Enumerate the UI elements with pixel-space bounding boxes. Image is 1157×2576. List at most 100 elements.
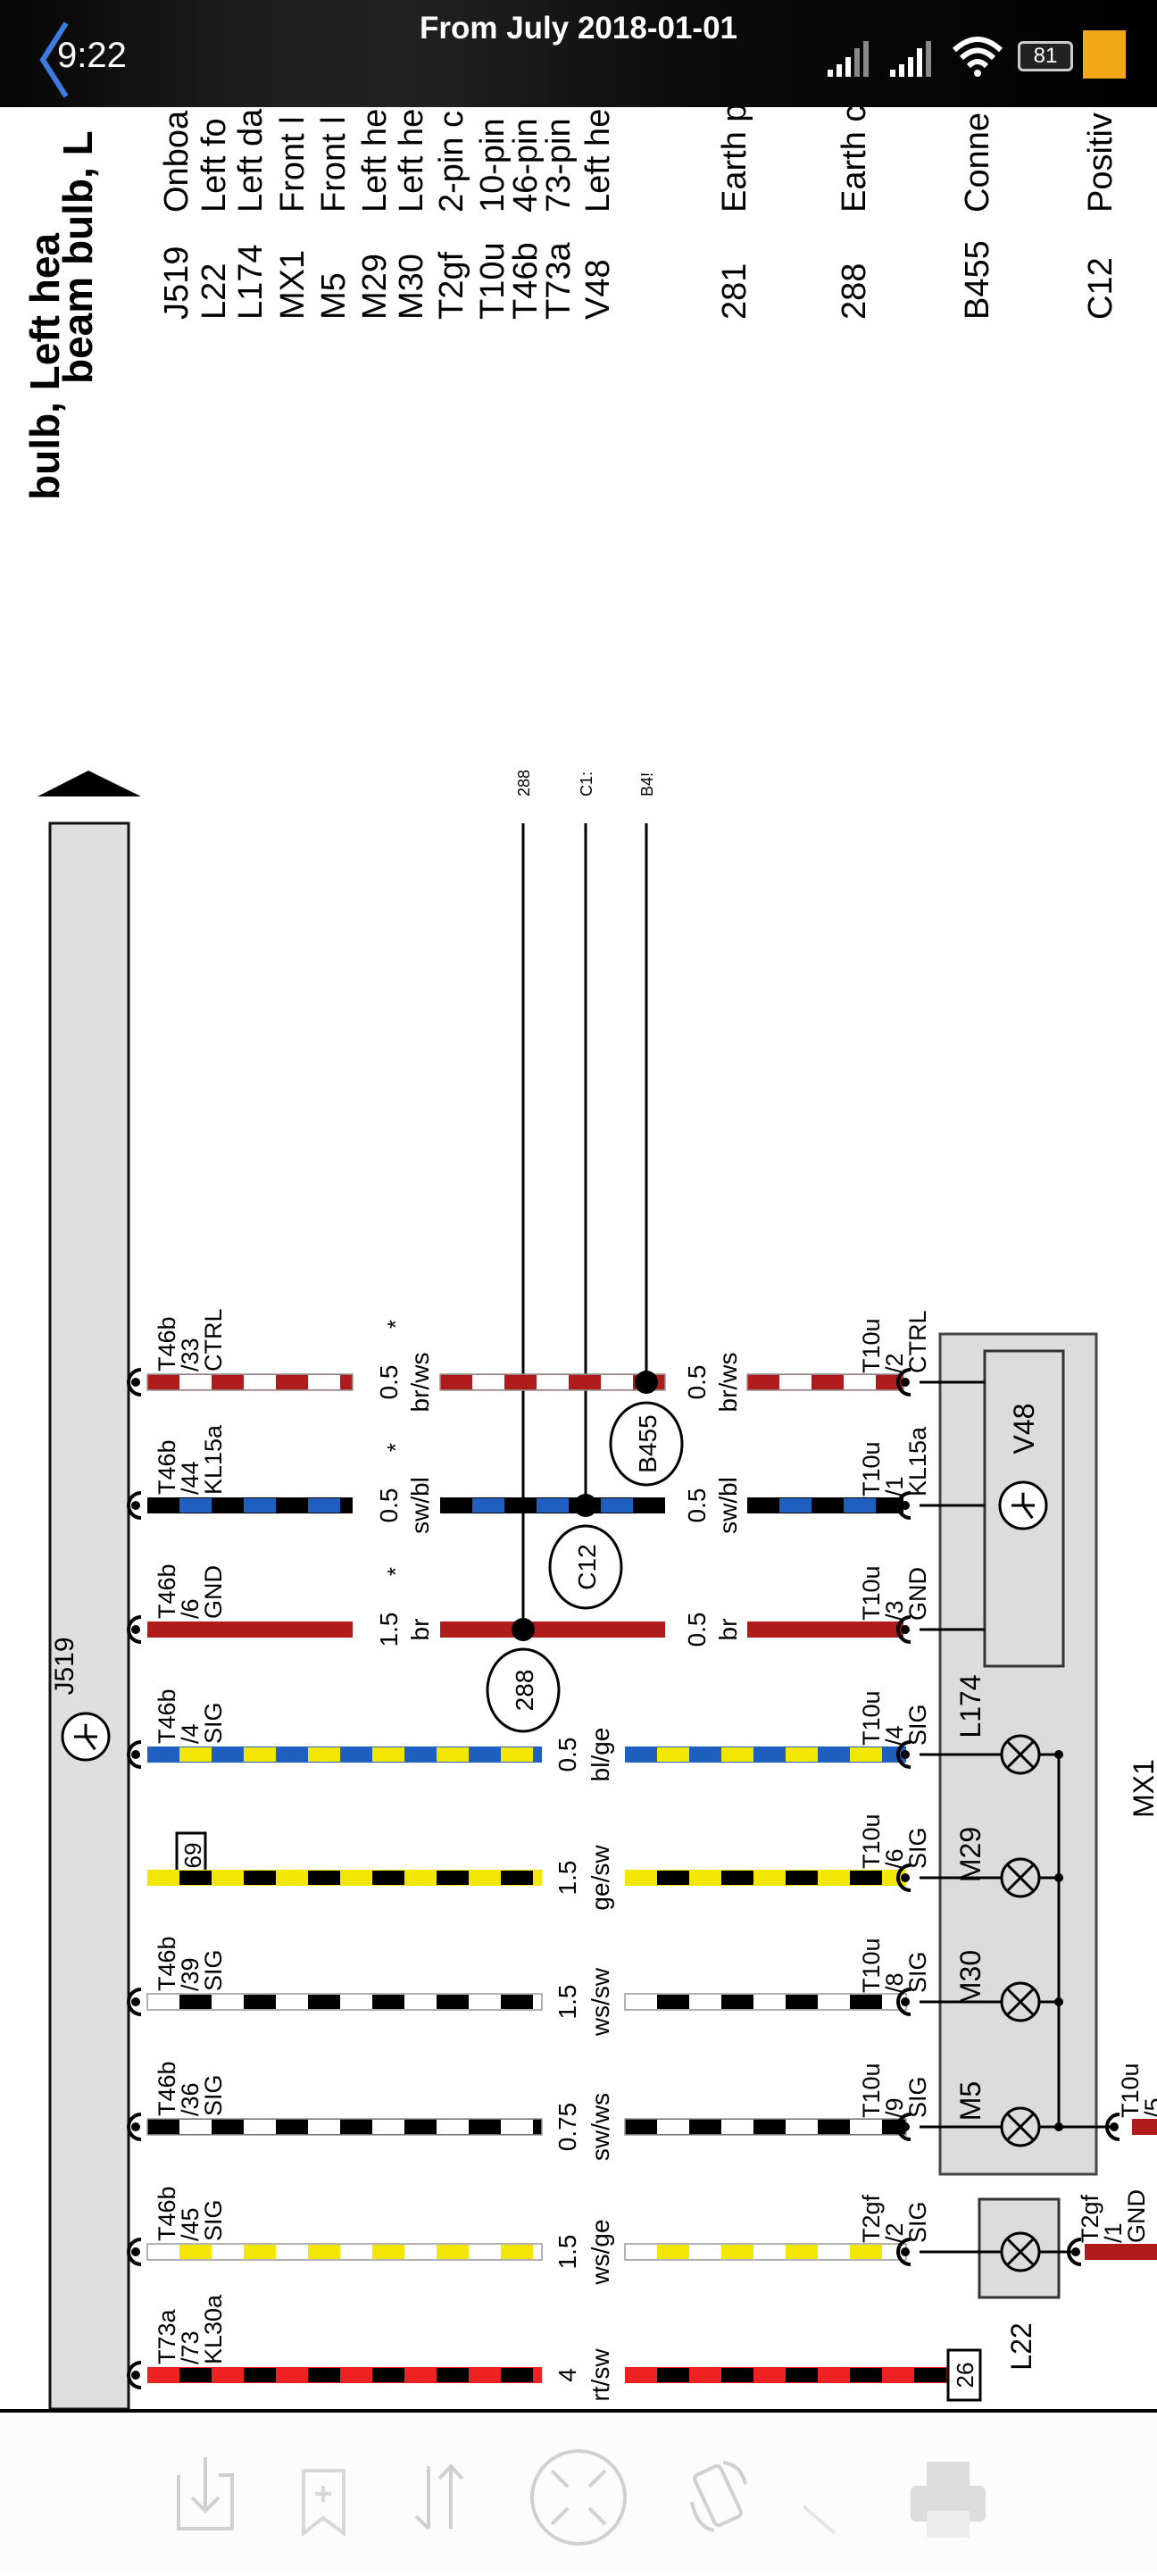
arc: [896, 2113, 911, 2141]
print-icon[interactable]: [911, 2462, 986, 2538]
junction-dot: [574, 1494, 597, 1517]
node-C12-circle: [548, 1524, 623, 1610]
pin: [1071, 2247, 1080, 2256]
arc: [127, 2238, 142, 2266]
node-B455-circle: [609, 1401, 684, 1487]
pin: [901, 1501, 910, 1510]
fullscreen-icon[interactable]: [530, 2449, 627, 2546]
right-connector-label: T10u: [858, 1565, 885, 1621]
right-connector-label: /1: [881, 1476, 908, 1496]
wire-color-label: br: [406, 1619, 434, 1641]
left-connector-label: T46b: [154, 1688, 180, 1744]
arc: [127, 2361, 142, 2389]
signal-icon: [828, 41, 869, 77]
wire-color-label: br/ws: [714, 1353, 742, 1413]
right-connector-label: KL15a: [904, 1426, 931, 1496]
bottom-toolbar: [0, 2409, 1157, 2572]
wire-base: [440, 1621, 665, 1638]
left-connector-label: T46b: [154, 2061, 180, 2116]
ground-wire: [1085, 2244, 1157, 2260]
rotate-icon[interactable]: [690, 2461, 747, 2532]
sort-icon[interactable]: [414, 2463, 464, 2530]
legend-code: MX1: [274, 250, 312, 320]
legend-code: M29: [356, 254, 394, 320]
clock: 9:22: [57, 36, 127, 75]
wire-size-label: 0.5: [683, 1365, 711, 1400]
arc: [1067, 2238, 1082, 2266]
wire-segment: [147, 1747, 542, 1763]
legend-code: B455: [959, 240, 996, 320]
left-connector-pin: [127, 2238, 142, 2266]
ground-connector-label: /5: [1140, 2097, 1157, 2118]
branch-label: B4!: [638, 772, 656, 796]
bookmark-icon[interactable]: [302, 2469, 345, 2538]
arc: [127, 1615, 142, 1644]
left-connector-label: T46b: [154, 1439, 180, 1495]
x: [1005, 1987, 1036, 2017]
wire-segment: [440, 1497, 665, 1513]
wire-segment: [146, 1993, 543, 2011]
pin: [901, 1997, 910, 2006]
battery-level: 81: [1033, 44, 1058, 68]
wire-segment: [147, 2367, 542, 2383]
transistor-lines: [74, 1723, 97, 1751]
battery-icon: 81: [1018, 41, 1073, 71]
asterisk: *: [382, 1443, 409, 1452]
wire-color-label: br/ws: [406, 1353, 434, 1413]
wire-segment: [439, 1373, 666, 1391]
left-connector-label: T46b: [154, 2186, 180, 2241]
pin: [901, 1625, 910, 1634]
wire-color-label: sw/bl: [714, 1477, 742, 1534]
right-connector-label: T10u: [858, 1318, 885, 1373]
signal-icon-2: [890, 41, 931, 77]
left-connector-label: SIG: [200, 2199, 227, 2241]
left-connector-label: KL15a: [200, 1424, 227, 1495]
back-chevron-icon[interactable]: [36, 20, 71, 100]
wire-segment: [146, 2118, 543, 2136]
node-label: 288: [511, 1670, 538, 1712]
left-connector-pin: [127, 2113, 142, 2141]
right-connector-label: /4: [881, 1725, 908, 1746]
wire-color-label: bl/ge: [587, 1728, 614, 1782]
motor-transistor-icon: [998, 1480, 1048, 1530]
download-icon[interactable]: [177, 2457, 234, 2530]
arc: [127, 1740, 142, 1769]
junction-dot: [635, 1371, 658, 1394]
wire-color-label: br: [714, 1619, 742, 1641]
control-unit-label: J519: [50, 1637, 79, 1695]
right-connector-pin: [896, 1988, 911, 2016]
branch-label: C1:: [578, 771, 595, 796]
x: [1005, 2237, 1036, 2267]
l22-box: [978, 2197, 1061, 2299]
legend-description: 2-pin c: [433, 111, 470, 213]
wire-size-label: 1.5: [554, 1861, 581, 1896]
wire-segment: [625, 1747, 906, 1763]
left-connector-pin: [127, 1491, 142, 1520]
left-connector-label: GND: [200, 1565, 227, 1619]
m5-ground-connector-pin: [1105, 2113, 1120, 2141]
wire-color-label: ws/ge: [587, 2219, 614, 2285]
scroll-up-arrow-icon[interactable]: [37, 771, 141, 796]
right-connector-label: T10u: [858, 1441, 885, 1496]
folder-icon[interactable]: [1083, 30, 1126, 79]
wire-color-label: rt/sw: [587, 2348, 614, 2402]
x: [1005, 1863, 1036, 1893]
legend-description: Onboa: [158, 110, 196, 213]
document-title: From July 2018-01-01: [419, 11, 737, 46]
wire-size-label: 0.75: [554, 2103, 581, 2152]
legend-code: C12: [1082, 257, 1120, 320]
left-connector-pin: [127, 1615, 142, 1644]
pin: [131, 1501, 140, 1510]
pin: [131, 1750, 140, 1759]
legend-title: beam bulb, L: [54, 130, 101, 384]
pen-icon[interactable]: [802, 2505, 837, 2535]
legend-description: 73-pin: [540, 118, 578, 213]
ground-connector-pin: [1067, 2238, 1082, 2266]
left-connector-label: SIG: [200, 2074, 227, 2116]
left-connector-label: /44: [177, 1461, 204, 1495]
transistor-lines: [1011, 1492, 1035, 1520]
wire-size-label: 4: [554, 2368, 581, 2382]
right-connector-label: SIG: [904, 2076, 931, 2118]
legend-title: bulb, Left hea: [21, 233, 68, 500]
wire-segment: [624, 2243, 907, 2261]
